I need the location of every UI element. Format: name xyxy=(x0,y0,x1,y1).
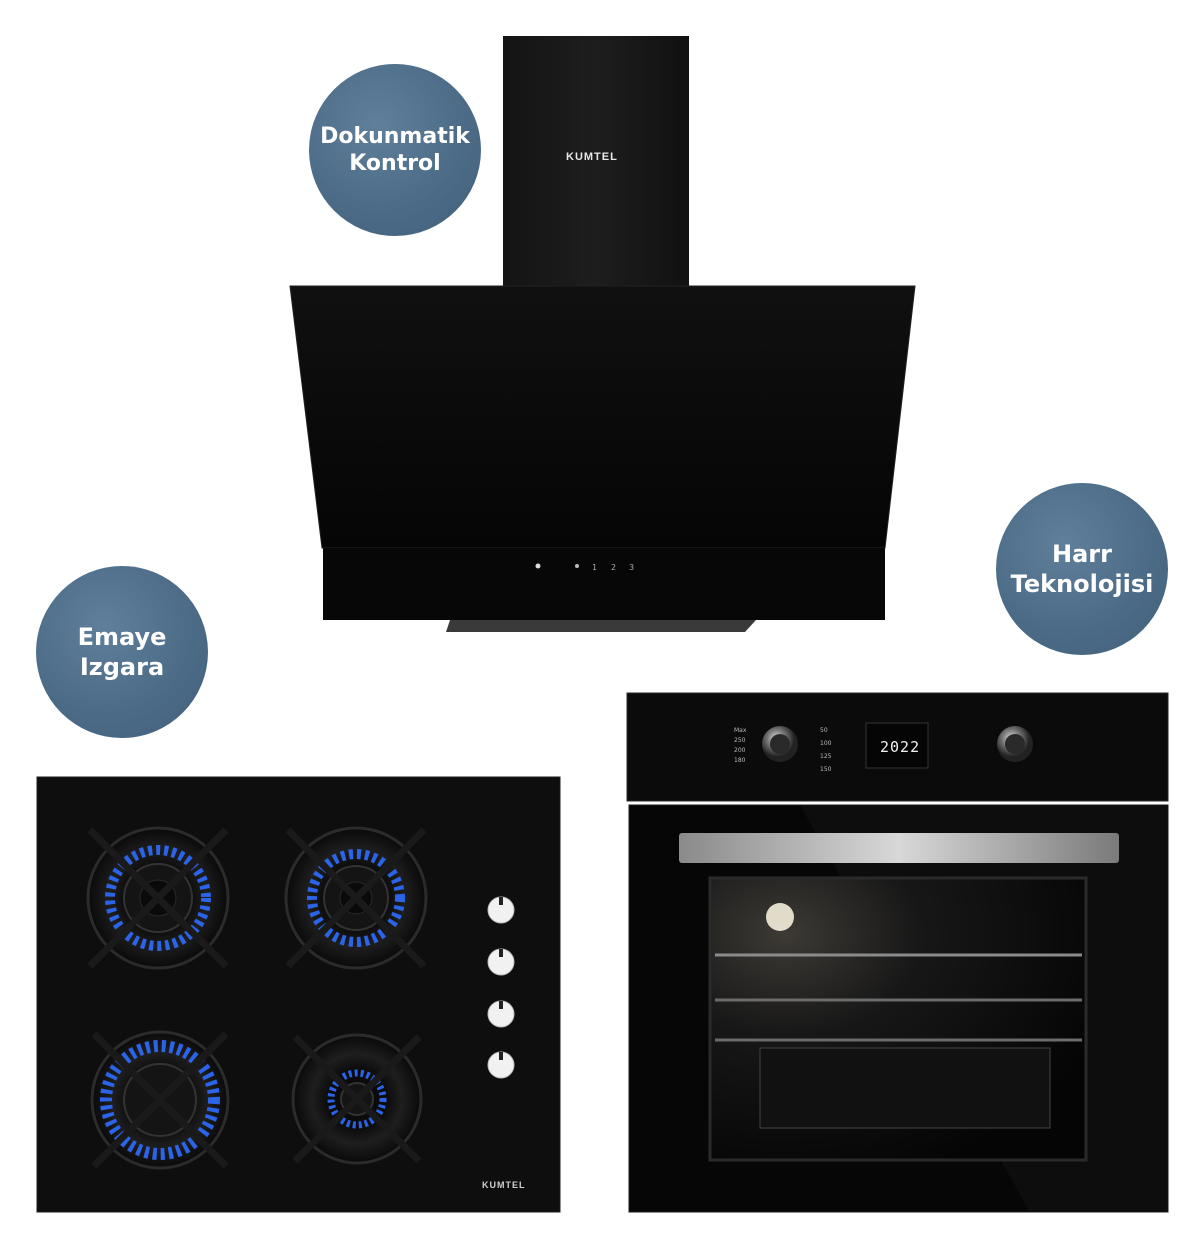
oven-dial-mark: 250 xyxy=(734,737,746,744)
oven-display-value: 2022 xyxy=(880,738,921,756)
badge-label: Emaye Izgara xyxy=(77,623,167,681)
oven-dial-mark: 180 xyxy=(734,757,746,764)
burner-bottom-left xyxy=(90,1030,230,1170)
burner-top-left xyxy=(86,826,230,970)
hood-chimney xyxy=(503,36,689,288)
badge-label: Dokunmatik Kontrol xyxy=(320,123,470,177)
burner-bottom-right xyxy=(291,1033,423,1165)
hood-touch-dot xyxy=(575,564,579,568)
svg-text:3: 3 xyxy=(629,563,634,572)
oven-dial-mark: 200 xyxy=(734,747,746,754)
hood-base xyxy=(323,548,885,620)
hob-knob xyxy=(487,1000,515,1028)
hob-knob xyxy=(487,948,515,976)
touch-control-badge: Dokunmatik Kontrol xyxy=(309,64,481,236)
oven-knob-right xyxy=(997,726,1033,762)
enamel-grill-badge: Emaye Izgara xyxy=(36,566,208,738)
hood-bottom-trim xyxy=(446,620,756,632)
oven-temp-mark: 150 xyxy=(820,766,832,773)
hood-touch-dot xyxy=(535,563,541,569)
hob-knob xyxy=(487,896,515,924)
svg-text:2: 2 xyxy=(611,563,616,572)
oven-knob-left xyxy=(762,726,798,762)
oven-temp-mark: 125 xyxy=(820,753,832,760)
harr-technology-badge: Harr Teknolojisi xyxy=(996,483,1168,655)
oven-temp-mark: 50 xyxy=(820,727,828,734)
badge-label: Harr Teknolojisi xyxy=(1010,540,1154,598)
oven-handle xyxy=(679,833,1119,863)
hob-knob xyxy=(487,1051,515,1079)
svg-text:1: 1 xyxy=(592,563,597,572)
oven-dial-mark: Max xyxy=(734,727,747,734)
hob-brand-logo: KUMTEL xyxy=(482,1180,526,1190)
burner-top-right xyxy=(284,826,428,970)
oven-display xyxy=(865,722,929,769)
oven-temp-mark: 100 xyxy=(820,740,832,747)
hood-brand-logo: KUMTEL xyxy=(566,151,618,163)
